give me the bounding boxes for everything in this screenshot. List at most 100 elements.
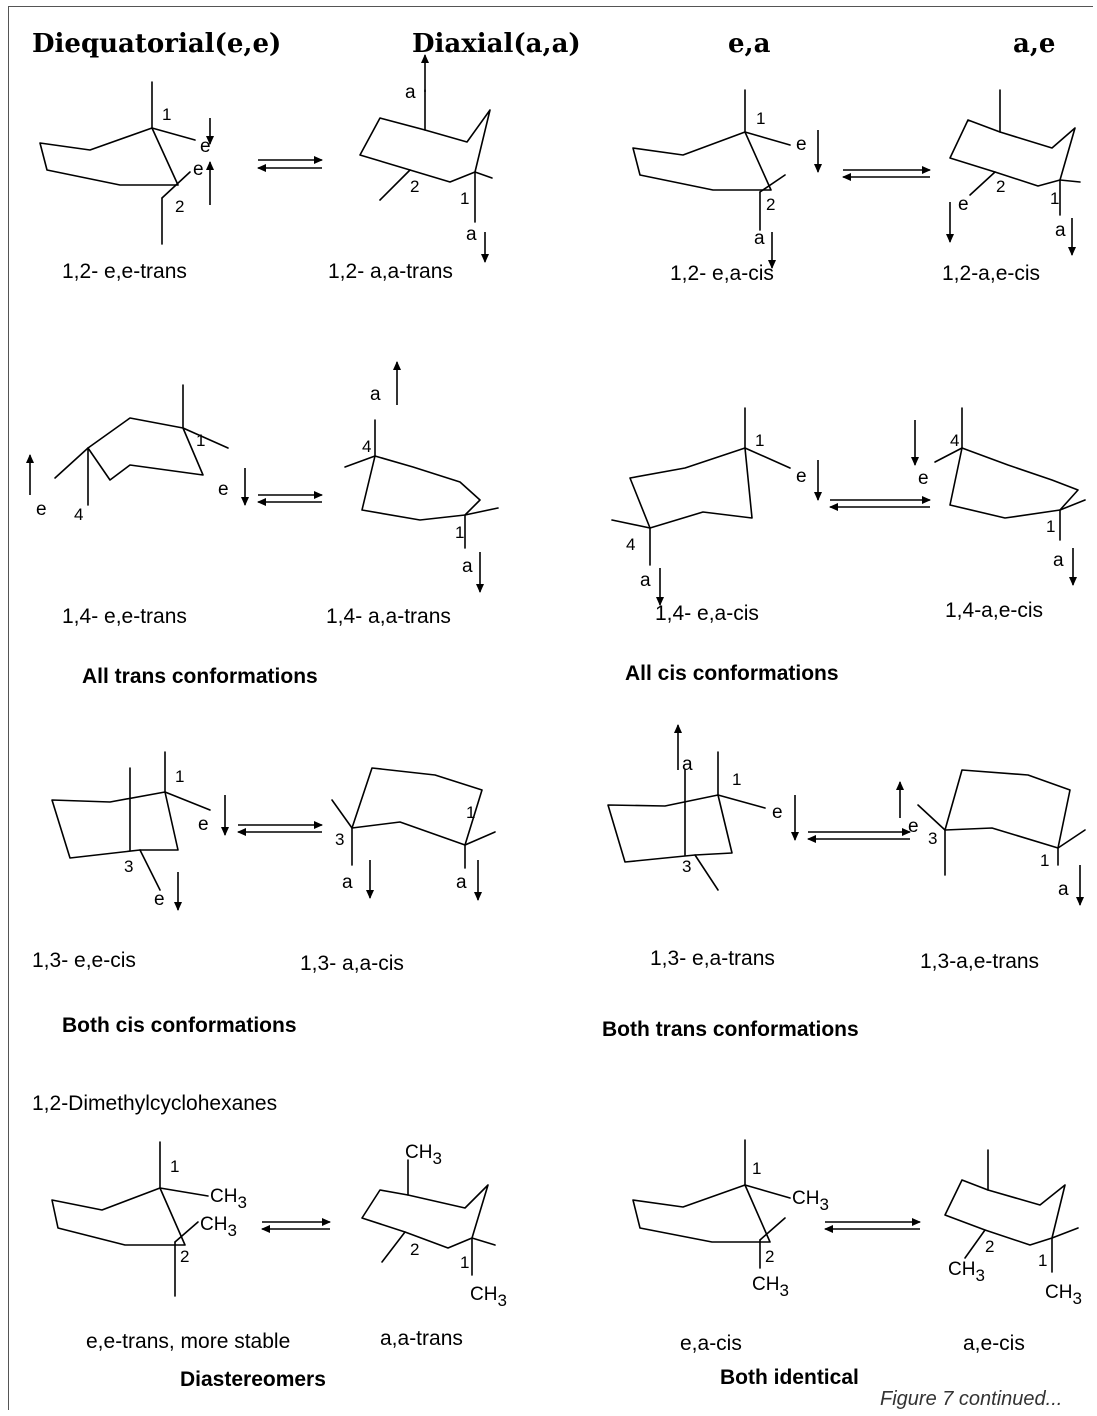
atom-a: a	[640, 570, 651, 591]
label-12-ee-trans: 1,2- e,e-trans	[62, 260, 187, 283]
equilibrium-arrows	[824, 1218, 921, 1233]
atom-number: 2	[180, 1247, 189, 1266]
summary-both-cis: Both cis conformations	[62, 1014, 297, 1037]
label-12-ea-cis: 1,2- e,a-cis	[670, 262, 774, 285]
chair-dimethyl-aa-trans: CH3 2 1 CH3	[361, 1142, 507, 1310]
label-13-ea-trans: 1,3- e,a-trans	[650, 947, 775, 970]
atom-e: e	[154, 889, 165, 910]
label-14-ae-cis: 1,4-a,e-cis	[945, 599, 1043, 622]
atom-number: 1	[170, 1157, 179, 1176]
chair-12-ea-cis: 1 e 2 a	[632, 89, 822, 269]
label-ee-trans-stable: e,e-trans, more stable	[86, 1330, 290, 1353]
atom-e: e	[796, 466, 807, 487]
atom-number: 1	[196, 431, 205, 450]
atom-number: 2	[410, 1240, 419, 1259]
header-diequatorial: Diequatorial(e,e)	[32, 29, 281, 59]
atom-e: e	[958, 194, 969, 215]
methyl-ch: CH3	[948, 1259, 985, 1285]
chair-12-aa-trans: a 2 1 a	[359, 54, 493, 263]
section-title-dimethyl: 1,2-Dimethylcyclohexanes	[32, 1092, 277, 1115]
summary-both-trans: Both trans conformations	[602, 1018, 859, 1041]
label-14-ea-cis: 1,4- e,a-cis	[655, 602, 759, 625]
atom-number: 1	[755, 431, 764, 450]
label-14-aa-trans: 1,4- a,a-trans	[326, 605, 451, 628]
atom-a: a	[462, 556, 473, 577]
equilibrium-arrows	[842, 166, 931, 181]
atom-number: 1	[162, 105, 171, 124]
methyl-ch: CH3	[752, 1274, 789, 1300]
atom-number: 4	[74, 505, 83, 524]
chair-12-ae-cis: 2 e 1 a	[946, 89, 1081, 256]
label-ae-cis: a,e-cis	[963, 1332, 1025, 1355]
header-diaxial: Diaxial(a,a)	[412, 29, 581, 59]
summary-diastereomers: Diastereomers	[180, 1368, 326, 1391]
methyl-ch: CH3	[792, 1188, 829, 1214]
atom-e: e	[908, 816, 919, 837]
label-14-ee-trans: 1,4- e,e-trans	[62, 605, 187, 628]
header-ea: e,a	[728, 29, 771, 59]
atom-number: 1	[1046, 517, 1055, 536]
label-aa-trans: a,a-trans	[380, 1327, 463, 1350]
atom-number: 2	[765, 1247, 774, 1266]
atom-a: a	[370, 384, 381, 405]
summary-all-cis: All cis conformations	[625, 662, 839, 685]
atom-number: 2	[175, 197, 184, 216]
atom-a: a	[682, 754, 693, 775]
chair-13-aa-cis: 1 3 a a	[331, 767, 496, 901]
chair-dimethyl-ea-cis: 1 CH3 2 CH3	[632, 1139, 829, 1300]
atom-number: 4	[362, 437, 371, 456]
chair-14-aa-trans: a 4 1 a	[344, 361, 499, 593]
equilibrium-arrows	[261, 1218, 331, 1233]
atom-number: 1	[752, 1159, 761, 1178]
atom-number: 3	[124, 857, 133, 876]
chair-13-ee-cis: 1 e 3 e	[51, 751, 229, 911]
summary-all-trans: All trans conformations	[82, 665, 318, 688]
methyl-ch: CH3	[1045, 1282, 1082, 1308]
methyl-ch: CH3	[210, 1186, 247, 1212]
chair-13-ea-trans: a 1 e 3	[607, 724, 799, 891]
chair-dimethyl-ae-cis: 2 CH3 1 CH3	[944, 1149, 1082, 1308]
equilibrium-arrows	[807, 828, 911, 843]
chair-14-ae-cis: 4 e 1 a	[911, 407, 1086, 586]
atom-a: a	[1058, 879, 1069, 900]
atom-a: a	[342, 872, 353, 893]
label-12-ae-cis: 1,2-a,e-cis	[942, 262, 1040, 285]
atom-e: e	[36, 499, 47, 520]
atom-a: a	[456, 872, 467, 893]
equilibrium-arrows	[257, 156, 323, 172]
atom-number: 1	[1038, 1251, 1047, 1270]
atom-number: 1	[1050, 189, 1059, 208]
methyl-ch: CH3	[470, 1284, 507, 1310]
atom-a: a	[1053, 550, 1064, 571]
chair-14-ee-trans: 1 e e 4	[26, 384, 249, 524]
atom-number: 1	[732, 770, 741, 789]
atom-number: 4	[626, 535, 635, 554]
equilibrium-arrows	[257, 491, 323, 506]
atom-number: 3	[928, 829, 937, 848]
equilibrium-arrows	[829, 496, 931, 511]
chair-13-ae-trans: e 3 1 a	[896, 769, 1086, 906]
atom-e: e	[772, 802, 783, 823]
atom-number: 1	[1040, 851, 1049, 870]
atom-a: a	[754, 228, 765, 249]
label-ea-cis: e,a-cis	[680, 1332, 742, 1355]
figure-frame	[8, 6, 1093, 1410]
methyl-ch: CH3	[200, 1214, 237, 1240]
label-13-aa-cis: 1,3- a,a-cis	[300, 952, 404, 975]
header-ae: a,e	[1013, 29, 1055, 59]
summary-both-identical: Both identical	[720, 1366, 859, 1389]
atom-a: a	[466, 224, 477, 245]
atom-number: 4	[950, 431, 959, 450]
chair-12-ee-trans: 1 e e 2	[39, 81, 214, 245]
atom-number: 3	[335, 830, 344, 849]
atom-number: 1	[455, 523, 464, 542]
label-13-ee-cis: 1,3- e,e-cis	[32, 949, 136, 972]
label-12-aa-trans: 1,2- a,a-trans	[328, 260, 453, 283]
atom-e: e	[193, 159, 204, 180]
atom-e: e	[796, 134, 807, 155]
atom-number: 1	[466, 803, 475, 822]
atom-e: e	[198, 814, 209, 835]
atom-e: e	[200, 136, 211, 157]
atom-number: 1	[460, 1253, 469, 1272]
atom-e: e	[918, 468, 929, 489]
